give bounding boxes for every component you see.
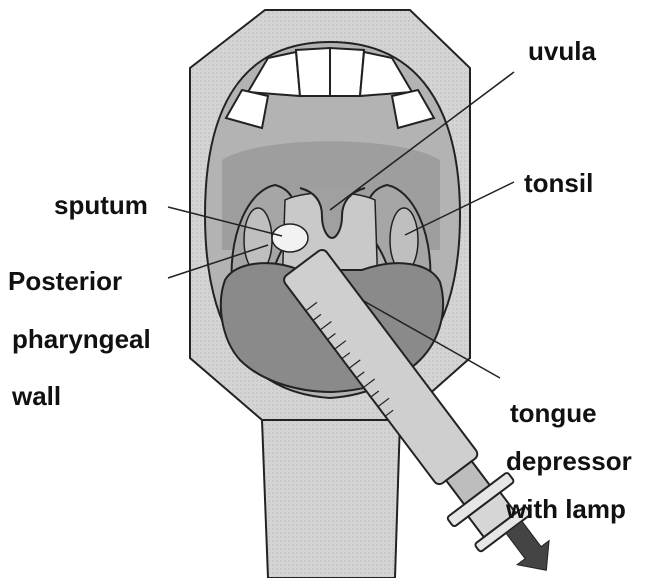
label-sputum: sputum [54, 192, 148, 218]
label-uvula: uvula [528, 38, 596, 64]
label-posterior-line3: wall [12, 383, 61, 409]
label-tonsil: tonsil [524, 170, 593, 196]
sputum-blob [272, 224, 308, 252]
label-tongue-line1: tongue [510, 400, 597, 426]
label-posterior-line1: Posterior [8, 268, 122, 294]
label-posterior-line2: pharyngeal [12, 326, 151, 352]
label-tongue-line2: depressor [506, 448, 632, 474]
neck [262, 420, 400, 578]
label-tongue-line3: with lamp [506, 496, 626, 522]
